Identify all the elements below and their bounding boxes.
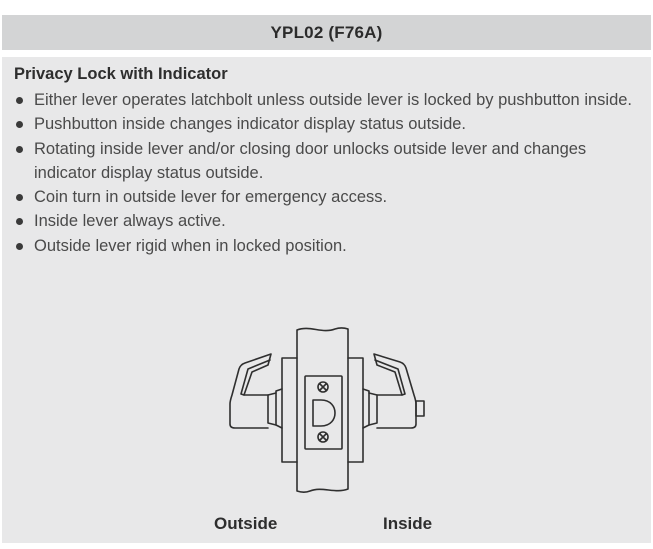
bullet-icon	[16, 97, 23, 104]
faceplate	[304, 375, 343, 450]
door-edge	[296, 327, 349, 493]
feature-text: Pushbutton inside changes indicator disp…	[34, 115, 467, 134]
feature-item: Coin turn in outside lever for emergency…	[14, 185, 644, 209]
feature-item: Rotating inside lever and/or closing doo…	[14, 137, 644, 186]
inside-label: Inside	[383, 514, 433, 533]
right-rose	[347, 357, 364, 463]
latch-icon	[312, 399, 336, 427]
outside-lever	[229, 353, 283, 429]
feature-list: Either lever operates latchbolt unless o…	[14, 88, 644, 258]
bullet-icon	[16, 218, 23, 226]
feature-text: Inside lever always active.	[34, 212, 226, 231]
bullet-icon	[16, 194, 23, 202]
feature-item: Either lever operates latchbolt unless o…	[14, 88, 644, 112]
inside-lever	[362, 353, 425, 429]
outside-label: Outside	[214, 514, 278, 533]
header-bar: YPL02 (F76A)	[2, 15, 651, 50]
model-title: YPL02 (F76A)	[270, 22, 383, 42]
feature-item: Inside lever always active.	[14, 209, 644, 233]
feature-text: Rotating inside lever and/or closing doo…	[34, 139, 587, 182]
pushbutton	[415, 400, 425, 417]
left-rose	[281, 357, 298, 463]
screw-icon	[317, 431, 329, 443]
feature-item: Pushbutton inside changes indicator disp…	[14, 112, 644, 136]
bullet-icon	[16, 121, 23, 129]
feature-text: Coin turn in outside lever for emergency…	[34, 188, 388, 207]
section-title: Privacy Lock with Indicator	[14, 65, 228, 83]
screw-icon	[317, 381, 329, 393]
feature-text: Outside lever rigid when in locked posit…	[34, 236, 347, 255]
feature-text: Either lever operates latchbolt unless o…	[34, 91, 633, 109]
bullet-icon	[16, 145, 23, 153]
bullet-icon	[16, 242, 23, 250]
feature-item: Outside lever rigid when in locked posit…	[14, 234, 644, 258]
